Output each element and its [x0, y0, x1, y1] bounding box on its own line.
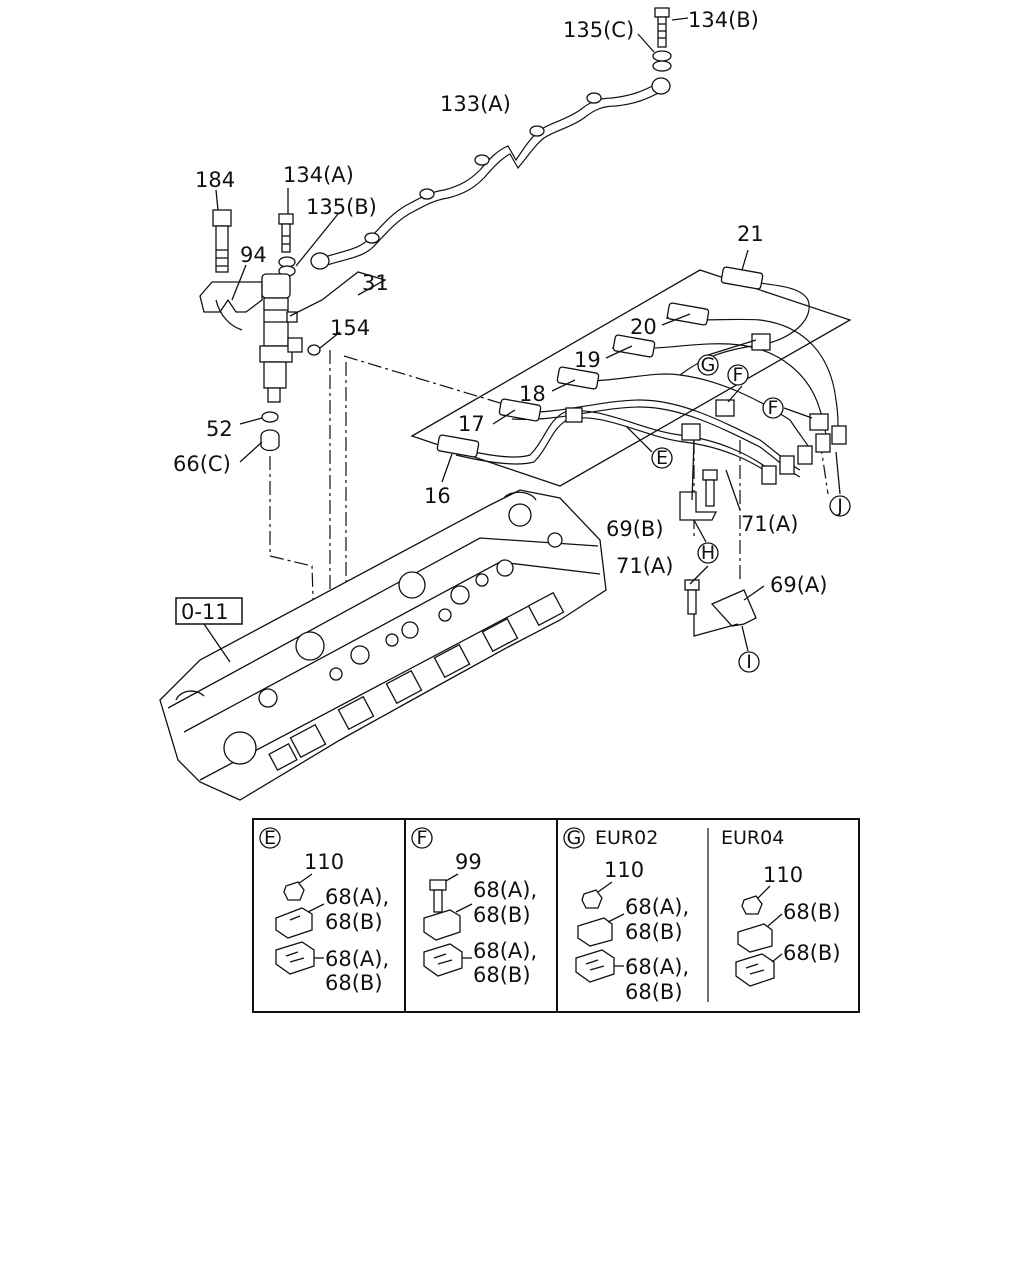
- callout-133a: 133(A): [440, 92, 511, 116]
- panel-g-right-label-b2: 68(B): [783, 941, 841, 965]
- panel-e-label-b2: 68(B): [325, 971, 383, 995]
- panel-g-right-clamp-lower-icon: [735, 953, 775, 987]
- panel-g-right-nut-icon: [741, 895, 763, 915]
- detail-panel-g: G EUR02 EUR04 110 68(A), 68(B) 68(A), 68…: [563, 827, 841, 1004]
- callout-134b: 134(B): [688, 8, 759, 32]
- svg-text:J: J: [836, 495, 843, 517]
- panel-e-label-a2: 68(A),: [325, 947, 389, 971]
- panel-f-label-a1: 68(A),: [473, 878, 537, 902]
- detail-panel-f: F 99 68(A), 68(B) 68(A), 68(B): [411, 827, 537, 987]
- callout-135c: 135(C): [563, 18, 634, 42]
- panel-f-marker: F: [417, 827, 428, 849]
- callout-94: 94: [240, 243, 267, 267]
- sleeve-66c: [260, 429, 280, 452]
- cylinder-head: [159, 489, 607, 801]
- svg-text:F: F: [733, 364, 744, 386]
- panel-f-label-b2: 68(B): [473, 963, 531, 987]
- injection-pipes: [410, 266, 852, 487]
- svg-text:E: E: [656, 447, 668, 469]
- callout-154: 154: [330, 316, 370, 340]
- pipe-end-19: [612, 334, 656, 358]
- washer-135c: [652, 50, 672, 72]
- callout-20: 20: [630, 315, 657, 339]
- callout-66c: 66(C): [173, 452, 231, 476]
- panel-f-clamp-lower-icon: [423, 943, 463, 977]
- callout-184: 184: [195, 168, 235, 192]
- panel-e-nut-icon: [283, 881, 305, 901]
- bolt-71a-lower: [684, 579, 700, 615]
- marker-j: J: [829, 495, 851, 517]
- panel-g-left-label-b1: 68(B): [625, 920, 683, 944]
- panel-g-right-part-110: 110: [763, 863, 803, 887]
- pipe-end-20: [666, 302, 710, 326]
- panel-f-bolt-icon: [429, 879, 447, 913]
- pipe-end-21: [720, 266, 764, 290]
- pipe-end-16: [436, 434, 480, 458]
- reference-box-label: 0-11: [181, 600, 229, 624]
- panel-e-marker: E: [264, 827, 276, 849]
- detail-table: [252, 818, 860, 1013]
- panel-g-left-label-b2: 68(B): [625, 980, 683, 1004]
- callout-16: 16: [424, 484, 451, 508]
- panel-g-right-clamp-upper-icon: [737, 923, 773, 953]
- marker-h: H: [697, 542, 719, 564]
- reference-box-0-11: [175, 597, 243, 625]
- pipe-end-17: [498, 398, 542, 422]
- panel-g-variant-eur04: EUR04: [721, 827, 784, 849]
- marker-f-2: F: [762, 397, 784, 419]
- callout-71a-lower: 71(A): [616, 554, 673, 578]
- callout-18: 18: [519, 382, 546, 406]
- callout-21: 21: [737, 222, 764, 246]
- bolt-134b: [654, 7, 670, 48]
- callout-135b: 135(B): [306, 195, 377, 219]
- bolt-134a: [278, 213, 294, 253]
- gasket-52: [261, 411, 279, 423]
- callout-71a-upper: 71(A): [741, 512, 798, 536]
- detail-panel-e: E 110 68(A), 68(B) 68(A), 68(B): [259, 827, 389, 995]
- marker-i: I: [738, 651, 760, 673]
- callout-69b: 69(B): [606, 517, 664, 541]
- panel-g-right-label-b1: 68(B): [783, 900, 841, 924]
- stud-184: [212, 209, 232, 273]
- injector-31: [259, 273, 303, 403]
- marker-f-1: F: [727, 364, 749, 386]
- bracket-69a: [710, 589, 757, 627]
- callout-52: 52: [206, 417, 233, 441]
- callout-69a: 69(A): [770, 573, 827, 597]
- panel-e-clamp-upper-icon: [275, 907, 313, 939]
- o-ring-154: [307, 344, 321, 356]
- panel-g-left-nut-icon: [581, 889, 603, 909]
- panel-e-label-b1: 68(B): [325, 910, 383, 934]
- panel-f-label-b1: 68(B): [473, 903, 531, 927]
- callout-17: 17: [458, 412, 485, 436]
- panel-e-label-a1: 68(A),: [325, 885, 389, 909]
- svg-text:H: H: [701, 542, 715, 564]
- marker-e: E: [651, 447, 673, 469]
- panel-g-left-part-110: 110: [604, 858, 644, 882]
- svg-text:F: F: [768, 397, 779, 419]
- bolt-71a-upper: [702, 469, 718, 507]
- panel-g-left-clamp-lower-icon: [575, 949, 615, 983]
- panel-e-clamp-lower-icon: [275, 941, 315, 975]
- callout-19: 19: [574, 348, 601, 372]
- callout-134a: 134(A): [283, 163, 354, 187]
- callout-31: 31: [362, 271, 389, 295]
- panel-f-clamp-upper-icon: [423, 909, 461, 941]
- panel-f-label-a2: 68(A),: [473, 939, 537, 963]
- clamp-94: [199, 281, 263, 331]
- panel-g-left-label-a1: 68(A),: [625, 895, 689, 919]
- panel-g-marker: G: [567, 827, 582, 849]
- panel-f-part-99: 99: [455, 850, 482, 874]
- svg-text:G: G: [701, 354, 716, 376]
- panel-g-left-label-a2: 68(A),: [625, 955, 689, 979]
- marker-g: G: [697, 354, 719, 376]
- washer-135b: [278, 256, 296, 277]
- panel-g-variant-eur02: EUR02: [595, 827, 658, 849]
- fuel-pipe-133a: [310, 77, 671, 270]
- panel-g-left-clamp-upper-icon: [577, 917, 613, 947]
- svg-text:I: I: [746, 651, 752, 673]
- bracket-69b: [679, 491, 718, 521]
- panel-e-part-110: 110: [304, 850, 344, 874]
